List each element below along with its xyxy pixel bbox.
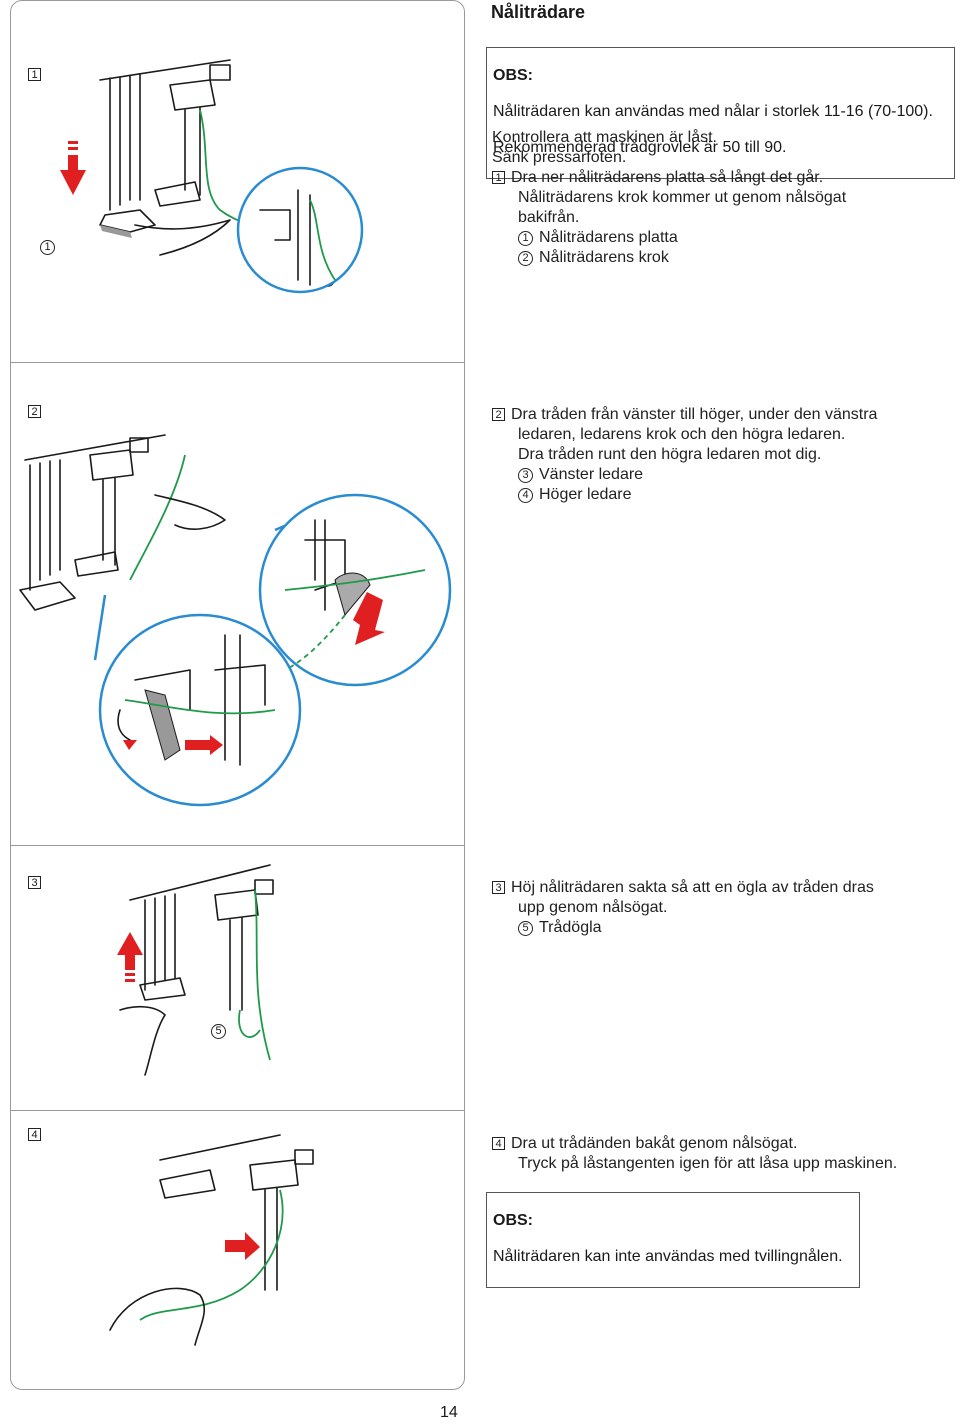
step-marker: 3 xyxy=(28,876,41,889)
step4-line: Tryck på låstangenten igen för att låsa … xyxy=(518,1155,898,1172)
obs-note-2: OBS: Nåliträdaren kan inte användas med … xyxy=(486,1192,860,1288)
obs-line: Nåliträdaren kan användas med nålar i st… xyxy=(493,103,933,120)
page-title: Nåliträdare xyxy=(491,2,586,22)
panel-divider xyxy=(10,362,465,363)
step4-illustration xyxy=(109,1134,314,1346)
label-number: 5 xyxy=(518,921,533,936)
obs-heading: OBS: xyxy=(493,67,533,84)
label-number: 3 xyxy=(518,468,533,483)
step1-detail: Nåliträdarens krok kommer ut genom nålsö… xyxy=(518,189,847,206)
obs-line: Nåliträdaren kan inte användas med tvill… xyxy=(493,1248,843,1265)
step-marker: 1 xyxy=(28,68,41,81)
step1-detail: bakifrån. xyxy=(518,209,580,226)
step-number: 3 xyxy=(492,881,505,894)
callout-thread-loop: 5 xyxy=(211,1024,226,1039)
step-marker: 2 xyxy=(28,405,41,418)
callout-plate: 1 xyxy=(40,240,55,255)
label-text: Höger ledare xyxy=(539,486,632,503)
step-number: 1 xyxy=(492,171,505,184)
label-number: 1 xyxy=(518,231,533,246)
step3-line: upp genom nålsögat. xyxy=(518,899,668,916)
step2-line: ledaren, ledarens krok och den högra led… xyxy=(518,426,846,443)
step2-line: Dra tråden runt den högra ledaren mot di… xyxy=(518,446,822,463)
step1-text: Kontrollera att maskinen är låst. Sänk p… xyxy=(492,128,846,268)
step1-line: Kontrollera att maskinen är låst. xyxy=(492,129,717,146)
step3-text: 3 Höj nåliträdaren sakta så att en ögla a… xyxy=(492,878,874,938)
label-text: Trådögla xyxy=(539,919,602,936)
step1-line: Sänk pressarfoten. xyxy=(492,149,627,166)
step2-illustration xyxy=(19,434,452,807)
label-number: 4 xyxy=(518,488,533,503)
obs-heading: OBS: xyxy=(493,1212,533,1229)
step3-line: Höj nåliträdaren sakta så att en ögla av… xyxy=(511,879,874,896)
step1-instruction: Dra ner nåliträdarens platta så långt de… xyxy=(511,169,824,186)
step-marker: 4 xyxy=(28,1128,41,1141)
step2-text: 2 Dra tråden från vänster till höger, und… xyxy=(492,405,877,505)
step2-line: Dra tråden från vänster till höger, unde… xyxy=(511,406,878,423)
label-text: Vänster ledare xyxy=(539,466,644,483)
panel-divider xyxy=(10,1110,465,1111)
obs-line: Rekommenderad trådgrovlek är 50 till 90. xyxy=(493,139,787,156)
step3-illustration xyxy=(117,864,274,1076)
step4-line: Dra ut trådänden bakåt genom nålsögat. xyxy=(511,1135,798,1152)
page-number: 14 xyxy=(440,1404,458,1421)
label-number: 2 xyxy=(518,251,533,266)
label-text: Nåliträdarens krok xyxy=(539,249,669,266)
step1-illustration xyxy=(60,59,364,294)
obs-note-1: OBS: Nåliträdaren kan användas med nålar… xyxy=(486,47,955,179)
step-number: 2 xyxy=(492,408,505,421)
label-text: Nåliträdarens platta xyxy=(539,229,678,246)
panel-divider xyxy=(10,845,465,846)
step-number: 4 xyxy=(492,1137,505,1150)
